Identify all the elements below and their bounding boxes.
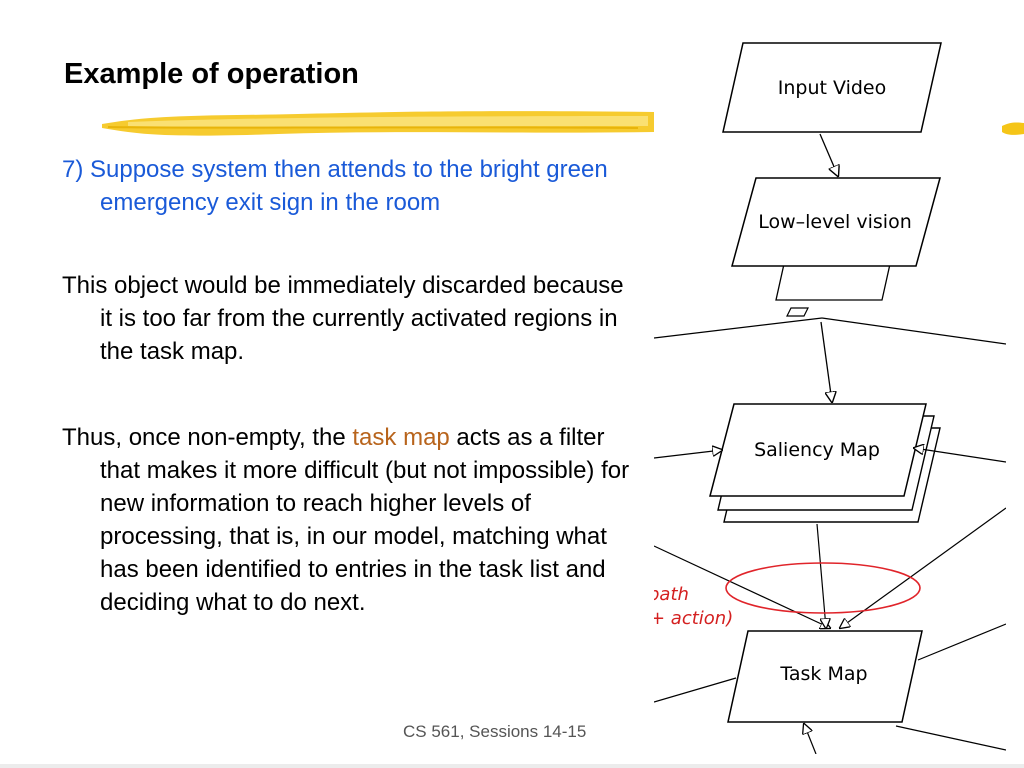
paragraph-2-text: Thus, once non-empty, the task map acts … xyxy=(62,421,642,619)
paragraph-1: This object would be immediately discard… xyxy=(62,269,642,368)
edge-right-to-taskmap-upper xyxy=(917,623,1006,661)
node-task-map: Task Map xyxy=(727,630,923,723)
side-label-action: + action) xyxy=(654,608,733,629)
node-low-level-vision-label: Low–level vision xyxy=(758,211,912,233)
right-brush-stroke xyxy=(1002,122,1024,135)
node-saliency-map-label: Saliency Map xyxy=(754,439,880,461)
point-7: 7) Suppose system then attends to the br… xyxy=(62,153,642,219)
edge-bottom-right xyxy=(895,725,1006,751)
edge-left-to-taskmap xyxy=(654,545,830,628)
title-brush-stroke xyxy=(102,111,654,136)
node-input-video: Input Video xyxy=(722,42,942,133)
edge-right-to-saliency xyxy=(914,448,1006,463)
paragraph-2-pre: Thus, once non-empty, the xyxy=(62,424,353,451)
edge-left-to-lowlevel xyxy=(654,317,823,339)
edge-right-to-taskmap xyxy=(840,507,1006,628)
edge-lowlevel-to-saliency xyxy=(820,321,832,402)
highlight-ellipse xyxy=(725,562,921,614)
edge-input-to-lowlevel xyxy=(819,133,838,176)
slide-title: Example of operation xyxy=(64,58,359,90)
edge-left-from-taskmap xyxy=(654,677,737,703)
node-input-video-label: Input Video xyxy=(778,77,886,99)
edge-saliency-to-taskmap xyxy=(816,523,826,628)
point-7-text: 7) Suppose system then attends to the br… xyxy=(62,156,608,216)
node-saliency-map: Saliency Map xyxy=(709,403,941,523)
edge-bottom-to-taskmap xyxy=(804,724,817,754)
edge-lowlevel-to-right xyxy=(821,317,1006,345)
paragraph-2-post: acts as a filter that makes it more diff… xyxy=(100,424,630,616)
footer-course-label: CS 561, Sessions 14-15 xyxy=(403,722,587,741)
edge-left-to-saliency xyxy=(654,450,722,459)
paragraph-1-text: This object would be immediately discard… xyxy=(62,272,624,365)
bottom-rule xyxy=(0,764,1024,768)
task-map-highlight: task map xyxy=(352,424,450,451)
node-low-level-vision: Low–level vision xyxy=(731,177,941,317)
node-task-map-label: Task Map xyxy=(779,663,867,685)
architecture-diagram: Input Video Low–level vision Saliency Ma… xyxy=(654,42,1006,754)
paragraph-2: Thus, once non-empty, the task map acts … xyxy=(62,421,642,619)
